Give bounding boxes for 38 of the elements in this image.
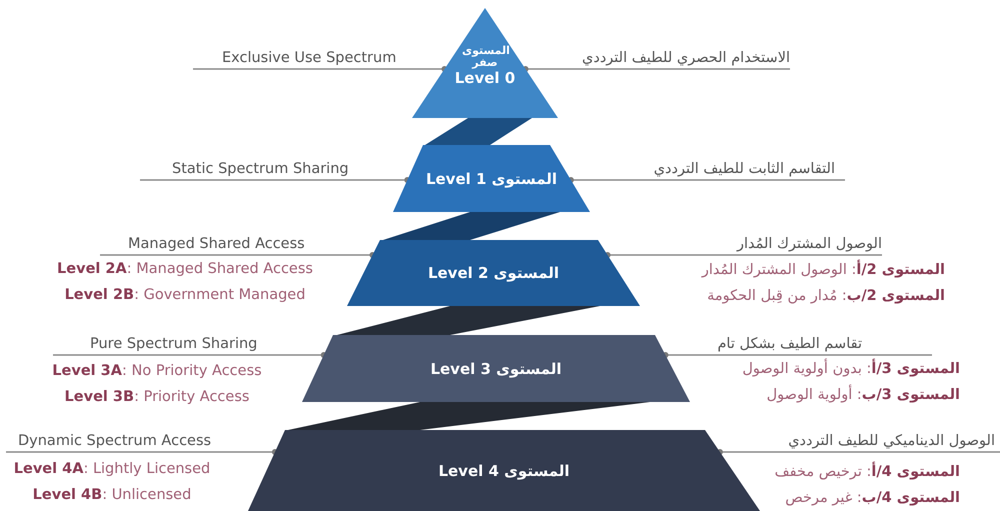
level-heading: Exclusive Use Spectrum <box>222 50 396 66</box>
level-heading: تقاسم الطيف بشكل تام <box>717 336 862 352</box>
sub-level-text: Level 3B: Priority Access <box>64 388 250 407</box>
sub-level-text: Level 2A: Managed Shared Access <box>57 260 313 279</box>
sub-level-text: المستوى 3/ب: أولوية الوصول <box>742 382 960 408</box>
leader-line <box>568 177 845 183</box>
level-label: Level 0 <box>454 69 516 87</box>
sub-level-text: المستوى 4/أ: ترخيص مخفف <box>774 459 960 485</box>
sub-level-text: Level 2B: Government Managed <box>64 286 306 305</box>
level-heading: Managed Shared Access <box>128 236 305 252</box>
leader-line <box>193 66 448 72</box>
sub-level-text: Level 4B: Unlicensed <box>32 486 192 505</box>
sub-level-text: المستوى 2/أ: الوصول المشترك المُدار <box>702 257 945 283</box>
leader-line <box>522 66 790 72</box>
sub-level-text: المستوى 4/ب: غير مرخص <box>784 489 960 508</box>
sub-level-text: المستوى 3/أ: بدون أولوية الوصول <box>742 356 960 382</box>
leader-line <box>604 252 882 258</box>
level-heading: التقاسم الثابت للطيف الترددي <box>654 161 835 177</box>
level-label: المستوى صفر <box>462 45 508 69</box>
leader-line <box>53 352 327 358</box>
sub-level-text: Level 3A: No Priority Access <box>52 362 262 381</box>
level-heading: Pure Spectrum Sharing <box>90 336 258 352</box>
leader-line <box>140 177 410 183</box>
level-heading: الاستخدام الحصري للطيف الترددي <box>582 50 790 66</box>
sub-level-text: المستوى 2/ب: مُدار من قِبل الحكومة <box>706 287 945 306</box>
leader-line <box>6 449 278 455</box>
leader-line <box>716 449 1000 455</box>
level-heading: الوصول المشترك المُدار <box>736 236 882 252</box>
level-label: Level 1 المستوى <box>426 170 558 188</box>
level-heading: Dynamic Spectrum Access <box>18 433 212 449</box>
level-heading: الوصول الديناميكي للطيف الترددي <box>788 433 995 449</box>
sub-level-text: Level 4A: Lightly Licensed <box>14 460 210 479</box>
level-heading: Static Spectrum Sharing <box>172 161 349 177</box>
level-label: Level 4 المستوى <box>438 462 570 480</box>
leader-line <box>100 252 376 258</box>
level-label: Level 3 المستوى <box>430 360 562 378</box>
leader-line <box>662 352 932 358</box>
level-label: Level 2 المستوى <box>428 264 560 282</box>
